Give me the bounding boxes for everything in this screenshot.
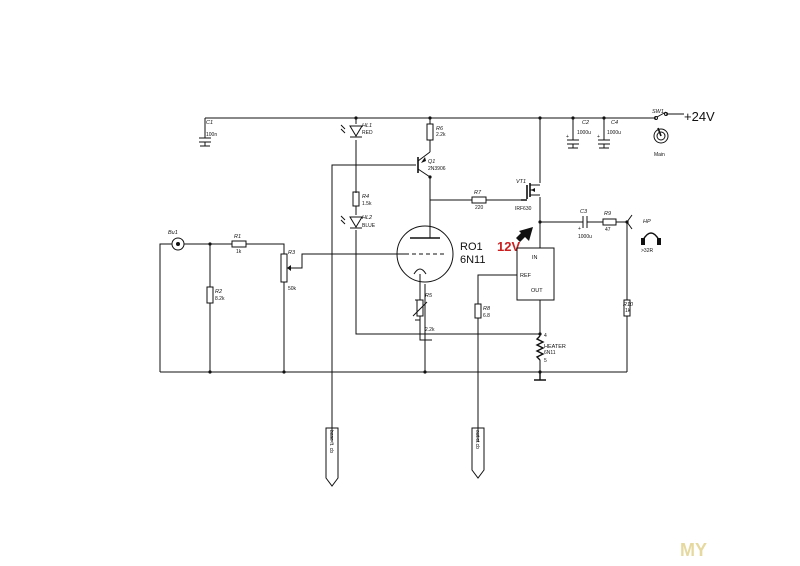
resistor-r10: R10 1k [623,299,634,317]
r4-value: 1.5k [362,201,372,207]
resistor-r5: R5 2.2k [412,293,435,333]
r8-value: 6.8 [483,313,490,319]
c1-value: 100n [206,132,217,138]
arrow-icon [516,227,533,242]
switch-sw1: SW1 Main [652,109,669,158]
r3-ref: R3 [288,250,296,256]
wiring [159,113,684,442]
r10-value: 1k [625,308,631,314]
sw1-name: Main [654,152,665,158]
headphones: HP >32R [641,219,661,254]
heater-label: HEATER [544,344,566,350]
toggle-switch-icon [653,127,669,144]
r5-ref: R5 [425,293,433,299]
q1-value: 2N3906 [428,166,446,172]
resistor-r4: R4 1.5k [352,191,372,207]
r10-ref: R10 [623,302,634,308]
resistor-r1: R1 1k [231,234,247,255]
svg-text:+: + [597,134,600,140]
led-hl1: HL1 RED [340,123,373,138]
resistor-r9: R9 47 [602,211,617,233]
resistor-r7: R7 220 [471,190,487,211]
r2-ref: R2 [215,289,222,295]
c3-value: 1000u [578,234,592,240]
r3-value: 50k [288,286,297,292]
resistor-r8: R8 6.8 [474,303,491,319]
svg-text:+: + [578,226,581,232]
r4-ref: R4 [362,194,369,200]
supply-voltage-label: +24V [684,109,715,124]
c4-value: 1000u [607,130,621,136]
r5-value: 2.2k [425,327,435,333]
headphones-icon [641,232,661,245]
vt1-ref: VT1 [516,179,526,185]
transistor-q1: Q1 2N3906 [417,151,446,178]
r7-ref: R7 [474,190,482,196]
hl2-ref: HL2 [362,215,372,221]
regulator-ic: IN REF OUT [516,247,555,301]
watermark: MY [680,540,707,560]
voltage-annotation: 12V [497,239,520,254]
regulator-pin-out: OUT [531,288,543,294]
c4-ref: C4 [611,120,618,126]
heater-pin-bottom: 5 [544,358,547,364]
hl1-ref: HL1 [362,123,372,129]
r1-ref: R1 [234,234,241,240]
mosfet-vt1: VT1 IRF630 [515,179,540,212]
hp-ref: HP [643,219,651,225]
junction-dots [208,116,629,374]
resistor-r2: R2 8.2k [206,286,225,304]
input-jack-bu1: Bu1 [168,230,185,251]
r6-value: 2.2k [436,132,446,138]
hl2-color: BLUE [362,223,376,229]
r2-value: 8.2k [215,296,225,302]
r8-ref: R8 [483,306,491,312]
heater-pin-top: 4 [544,333,547,339]
c3-ref: C3 [580,209,588,215]
probe-right: out.ct.cb [471,427,485,479]
bu1-ref: Bu1 [168,230,178,236]
output-jack-icon [626,214,633,230]
probe-left: base ft. cb [325,427,339,487]
ro1-value: 6N11 [460,254,485,266]
ro1-ref: RO1 [460,241,483,253]
ground-icon [534,372,546,381]
svg-text:+: + [566,134,569,140]
c2-ref: C2 [582,120,589,126]
r9-ref: R9 [604,211,611,217]
capacitor-c1: C1 100n [199,120,217,147]
probe-right-label: out.ct.cb [474,430,480,449]
q1-ref: Q1 [428,159,435,165]
r7-value: 220 [475,205,484,211]
potentiometer-r3: R3 50k [280,250,297,292]
hp-value: >32R [641,248,653,254]
heater-filament: 4 HEATER 6N11 5 [535,333,566,364]
vacuum-tube-ro1: RO1 6N11 [396,225,485,284]
probe-left-label: base ft. cb [328,430,334,453]
sw1-ref: SW1 [652,109,664,115]
r9-value: 47 [605,227,611,233]
hl1-color: RED [362,130,373,136]
regulator-pin-ref: REF [520,273,532,279]
r6-ref: R6 [436,126,444,132]
capacitor-c4: + C4 1000u [597,120,621,149]
vt1-value: IRF630 [515,206,532,212]
capacitor-c3: + C3 1000u [578,209,592,240]
heater-value: 6N11 [544,350,556,356]
led-hl2: HL2 BLUE [340,215,376,229]
resistor-r6: R6 2.2k [426,123,446,141]
r1-value: 1k [236,249,242,255]
regulator-pin-in: IN [532,255,538,261]
capacitor-c2: + C2 1000u [566,120,591,149]
c2-value: 1000u [577,130,591,136]
c1-ref: C1 [206,120,213,126]
